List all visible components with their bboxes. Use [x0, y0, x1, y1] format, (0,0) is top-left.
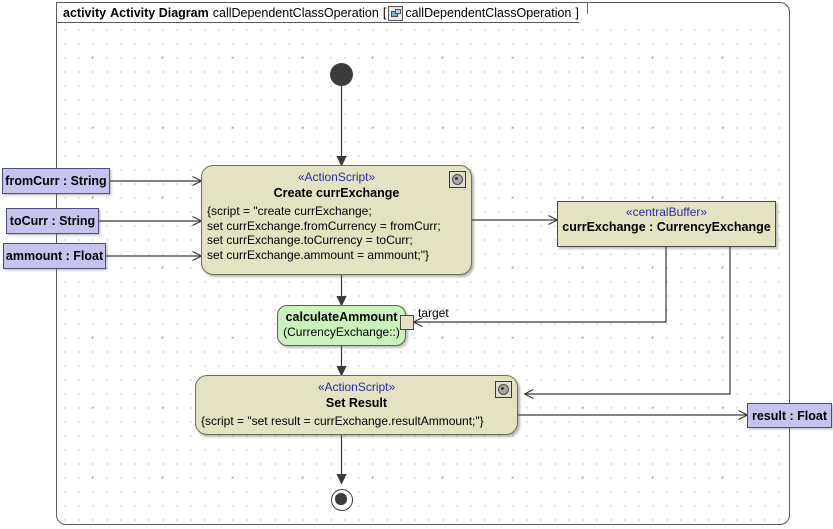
action-script-line-1: set currExchange.fromCurrency = fromCurr… [207, 218, 441, 233]
action-title: Set Result [325, 396, 388, 410]
central-buffer-currexchange[interactable]: «centralBuffer» currExchange : CurrencyE… [557, 201, 776, 247]
frame-bracket-open: [ [382, 5, 387, 20]
action-script-line-0: {script = "create currExchange; [207, 204, 372, 218]
action-create-currexchange[interactable]: «ActionScript» Create currExchange {scri… [201, 165, 472, 275]
frame-keyword: activity [63, 5, 107, 20]
frame-bracket-close: ] [575, 5, 579, 20]
call-operation-title: calculateAmmount [285, 310, 398, 324]
action-title: Create currExchange [273, 186, 400, 200]
activity-final-node[interactable] [331, 489, 353, 511]
input-pin-target[interactable] [400, 315, 414, 330]
activity-parameter-toCurr[interactable]: toCurr : String [6, 208, 99, 234]
activity-parameter-fromCurr[interactable]: fromCurr : String [2, 168, 110, 194]
action-script-line-0: {script = "set result = currExchange.res… [201, 414, 484, 428]
action-set-result[interactable]: «ActionScript» Set Result {script = "set… [195, 375, 518, 435]
frame-name: callDependentClassOperation [212, 5, 379, 20]
activity-parameter-ammount[interactable]: ammount : Float [3, 243, 106, 269]
buffer-title: currExchange : CurrencyExchange [562, 220, 771, 234]
parameter-label: toCurr : String [9, 214, 96, 228]
parameter-label: result : Float [751, 408, 827, 423]
activity-parameter-result[interactable]: result : Float [747, 403, 832, 428]
action-stereotype: «ActionScript» [317, 380, 396, 394]
script-gear-icon[interactable] [449, 171, 466, 188]
parameter-label: fromCurr : String [5, 174, 107, 188]
action-stereotype: «ActionScript» [297, 170, 376, 184]
frame-qualifier: callDependentClassOperation [405, 5, 572, 20]
frame-type: Activity Diagram [110, 5, 209, 20]
initial-node[interactable] [330, 63, 353, 86]
action-script-line-2: set currExchange.toCurrency = toCurr; [207, 233, 413, 248]
call-operation-subtitle: (CurrencyExchange::) [283, 325, 400, 339]
action-script-line-3: set currExchange.ammount = ammount;"} [207, 247, 430, 262]
input-pin-target-label: target [418, 306, 449, 320]
call-operation-calculateammount[interactable]: calculateAmmount (CurrencyExchange::) [277, 305, 406, 346]
script-gear-icon[interactable] [495, 381, 512, 398]
activity-diagram-icon [388, 6, 403, 21]
parameter-label: ammount : Float [5, 249, 104, 263]
buffer-stereotype: «centralBuffer» [625, 205, 708, 219]
